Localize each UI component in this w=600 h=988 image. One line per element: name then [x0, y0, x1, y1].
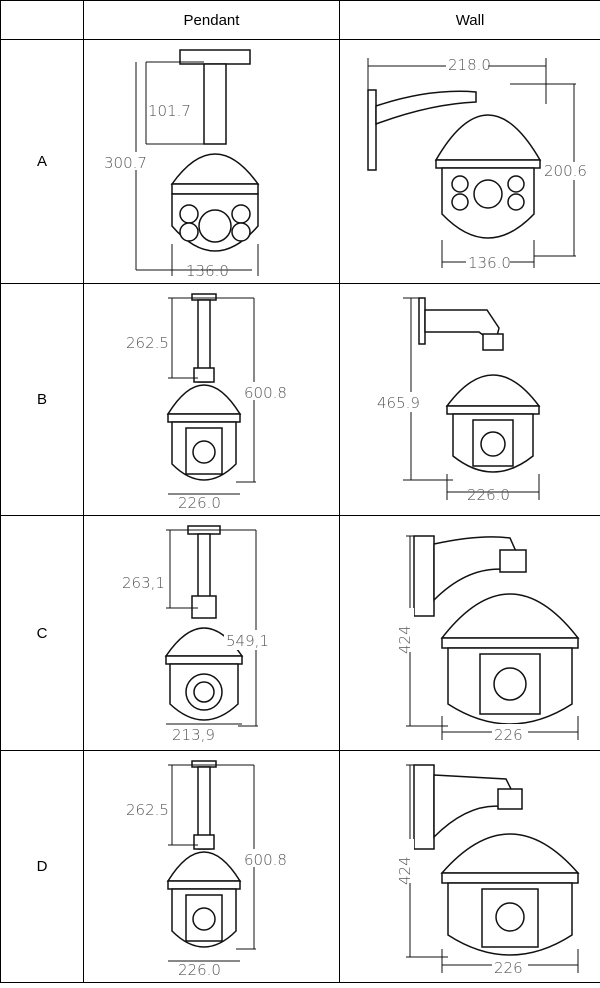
row-label: D — [0, 750, 84, 983]
dim-label: 213,9 — [172, 726, 215, 744]
dim-label: 226 — [494, 959, 523, 977]
dim-label: 549,1 — [226, 632, 269, 650]
dim-label: 218.0 — [448, 56, 491, 74]
dim-label: 600.8 — [244, 384, 287, 402]
wall-drawing-cell: 465.9 226.0 — [339, 283, 600, 516]
table-row: A 101.7 300.7 136.0 — [0, 39, 600, 284]
dim-label: 226.0 — [178, 494, 221, 512]
row-label: B — [0, 283, 84, 516]
table-row: D 262.5 600.8 226.0 — [0, 750, 600, 983]
dim-label: 600.8 — [244, 851, 287, 869]
dim-label: 263,1 — [122, 574, 165, 592]
row-label: C — [0, 515, 84, 751]
header-wall: Wall — [339, 0, 600, 40]
pendant-drawing-cell: 263,1 549,1 213,9 — [83, 515, 340, 751]
dim-label: 226.0 — [178, 961, 221, 979]
dim-label: 136.0 — [468, 254, 511, 272]
dim-label: 262.5 — [126, 801, 169, 819]
dim-label: 465.9 — [377, 394, 420, 412]
wall-drawing-cell: 218.0 200.6 136.0 — [339, 39, 600, 284]
header-corner — [0, 0, 84, 40]
pendant-camera-drawing: 101.7 300.7 136.0 — [103, 48, 259, 280]
wall-camera-drawing: 218.0 200.6 136.0 — [367, 55, 588, 272]
pendant-camera-drawing: 262.5 600.8 226.0 — [126, 759, 288, 979]
pendant-drawing-cell: 262.5 600.8 226.0 — [83, 283, 340, 516]
table-row: B 262.5 600.8 226.0 — [0, 283, 600, 516]
dim-label: 101.7 — [148, 102, 191, 120]
header-row: Pendant Wall — [0, 0, 600, 40]
dim-label: 300.7 — [104, 154, 147, 172]
wall-drawing-cell: 424 226 — [339, 515, 600, 751]
pendant-drawing-cell: 101.7 300.7 136.0 — [83, 39, 340, 284]
header-pendant: Pendant — [83, 0, 340, 40]
dim-label: 424 — [396, 856, 414, 885]
dim-label: 226.0 — [467, 486, 510, 504]
pendant-camera-drawing: 263,1 549,1 213,9 — [119, 525, 284, 744]
dim-label: 226 — [494, 726, 523, 744]
row-label: A — [0, 39, 84, 284]
pendant-camera-drawing: 262.5 600.8 226.0 — [126, 292, 288, 512]
wall-camera-drawing: 424 226 — [394, 763, 580, 977]
wall-camera-drawing: 424 226 — [394, 535, 580, 744]
pendant-drawing-cell: 262.5 600.8 226.0 — [83, 750, 340, 983]
dim-label: 136.0 — [186, 262, 229, 280]
wall-camera-drawing: 465.9 226.0 — [375, 296, 541, 504]
dim-label: 424 — [396, 625, 414, 654]
wall-drawing-cell: 424 226 — [339, 750, 600, 983]
dim-label: 262.5 — [126, 334, 169, 352]
dim-label: 200.6 — [544, 162, 587, 180]
table-row: C 263,1 549,1 213,9 — [0, 515, 600, 751]
